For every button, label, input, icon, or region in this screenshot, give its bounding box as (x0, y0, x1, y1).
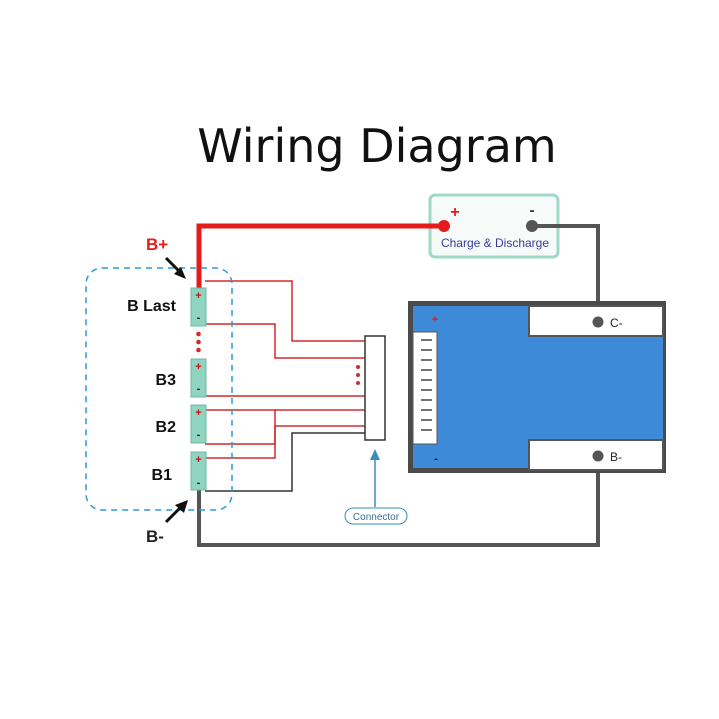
b-minus-label: B- (146, 527, 164, 546)
positive-main-wire (196, 223, 444, 296)
b-minus-pad (528, 439, 664, 471)
charge-plus-sign: + (450, 204, 459, 221)
cell-label: B3 (156, 372, 177, 389)
cell-body (190, 358, 207, 398)
cell-body (190, 451, 207, 491)
battery-pack-outline (85, 267, 233, 511)
bms-socket-pins (421, 339, 432, 431)
balance-wires (205, 280, 365, 492)
page-title: Wiring Diagram (197, 119, 556, 173)
bms-socket (412, 331, 438, 445)
bms-plus-mark: + (432, 314, 438, 326)
balance-wire-b1-minus (205, 432, 365, 492)
cell-plus-sign: + (195, 407, 201, 419)
cell-b-last: + - B Last (127, 287, 207, 327)
cell-plus-sign: + (195, 454, 201, 466)
cell-minus-sign: - (197, 477, 201, 489)
cell-label: B2 (156, 419, 177, 436)
connector-label-pill (344, 507, 408, 525)
c-minus-label: C- (610, 316, 623, 330)
balance-wire-b1-plus (205, 425, 365, 459)
charge-minus-terminal (526, 220, 538, 232)
bms-board: + - C- B- (408, 301, 666, 473)
charge-plus-terminal (438, 220, 450, 232)
b-plus-label: B+ (146, 235, 168, 254)
cell-body (190, 287, 207, 327)
b-minus-terminal-label: B- (610, 450, 622, 464)
cell-label: B Last (127, 298, 177, 315)
balance-wire-blast-minus (205, 323, 365, 359)
cell-minus-sign: - (197, 429, 201, 441)
connector: Connector (344, 335, 408, 525)
charge-minus-sign: - (529, 202, 534, 219)
b-minus-terminal (592, 450, 604, 462)
bms-minus-mark: - (434, 453, 438, 465)
cell-plus-sign: + (195, 290, 201, 302)
cell-b2: + - B2 (156, 404, 207, 444)
b-minus-arrow-icon (164, 500, 188, 524)
balance-wire-blast-plus (205, 280, 365, 342)
cell-body (190, 404, 207, 444)
cell-b3: + - B3 (156, 358, 207, 398)
cell-ellipsis (196, 331, 201, 353)
connector-body (364, 335, 386, 441)
c-minus-pad (528, 305, 664, 337)
cell-minus-sign: - (197, 383, 201, 395)
c-minus-wire (532, 224, 600, 322)
balance-wire-b2-loop (205, 409, 276, 445)
cell-plus-sign: + (195, 361, 201, 373)
cell-b1: + - B1 (152, 451, 207, 491)
b-minus-wire (197, 456, 600, 547)
c-minus-terminal (592, 316, 604, 328)
charge-discharge-label: Charge & Discharge (441, 236, 549, 250)
connector-label: Connector (353, 512, 400, 523)
b-plus-arrow-icon (164, 256, 186, 279)
cell-minus-sign: - (197, 312, 201, 324)
cell-label: B1 (152, 467, 173, 484)
